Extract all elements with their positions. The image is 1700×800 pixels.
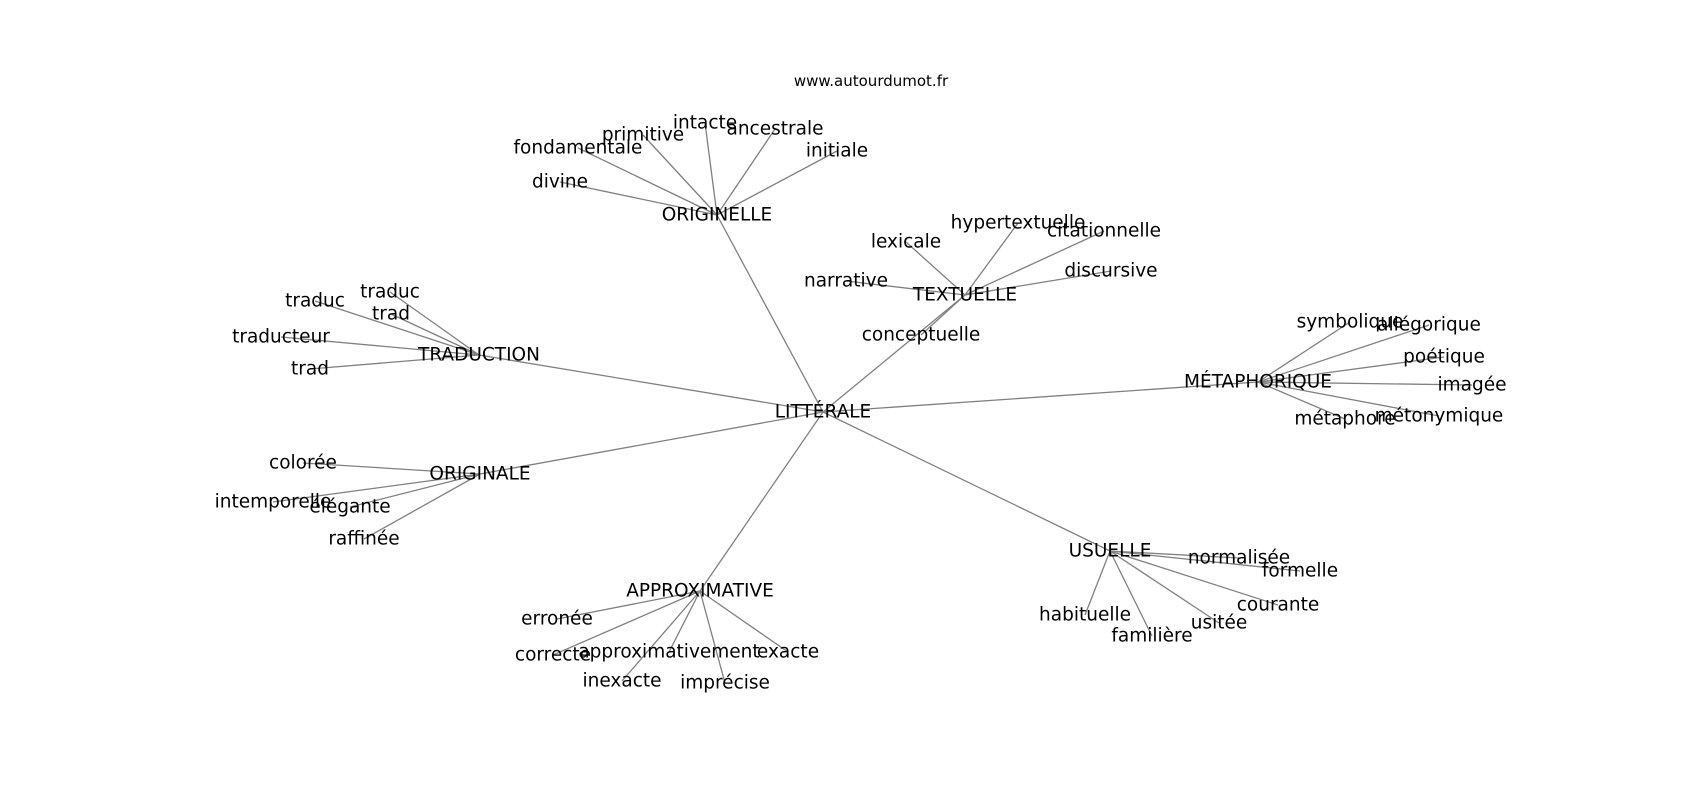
edge-textuelle-citationnelle: [964, 230, 1105, 296]
word-node-formelle[interactable]: formelle: [1262, 561, 1338, 582]
edge-originale-raffinee: [363, 473, 481, 540]
word-node-poetique[interactable]: poétique: [1403, 347, 1485, 368]
word-node-trad1[interactable]: trad: [372, 304, 410, 325]
word-node-approximativement[interactable]: approximativement: [578, 642, 759, 663]
edge-usuelle-usitee: [1109, 550, 1220, 624]
edge-usuelle-formelle: [1109, 550, 1301, 572]
word-node-discursive[interactable]: discursive: [1064, 261, 1157, 282]
edge-usuelle-courante: [1109, 550, 1279, 606]
edge-originelle-initiale: [716, 150, 838, 216]
word-node-exacte[interactable]: exacte: [757, 642, 819, 663]
edge-traduction-traduc2: [389, 291, 480, 356]
word-node-familiere[interactable]: familière: [1111, 626, 1192, 647]
edge-originelle-primitive: [642, 134, 718, 216]
word-node-ancestrale[interactable]: ancestrale: [727, 119, 824, 140]
word-node-erronee[interactable]: erronée: [521, 609, 593, 630]
word-node-correcte[interactable]: correcte: [515, 645, 591, 666]
word-node-textuelle[interactable]: TEXTUELLE: [912, 285, 1017, 306]
edge-usuelle-habituelle: [1084, 550, 1111, 616]
word-node-trad2[interactable]: trad: [291, 359, 329, 380]
edge-originelle-divine: [559, 181, 718, 216]
word-node-primitive[interactable]: primitive: [602, 125, 684, 146]
word-node-coloree[interactable]: colorée: [269, 453, 337, 474]
edge-originelle-fondamentale: [577, 147, 718, 216]
edge-metaphorique-poetique: [1257, 356, 1445, 383]
word-node-symbolique[interactable]: symbolique: [1297, 312, 1404, 333]
word-node-conceptuelle[interactable]: conceptuelle: [862, 325, 981, 346]
edge-metaphorique-imagee: [1257, 381, 1473, 386]
word-node-usuelle[interactable]: USUELLE: [1069, 541, 1152, 562]
edge-textuelle-discursive: [964, 270, 1112, 296]
word-node-originelle[interactable]: ORIGINELLE: [662, 205, 773, 226]
word-node-metaphore[interactable]: métaphore: [1294, 409, 1395, 430]
word-node-initiale[interactable]: initiale: [806, 141, 868, 162]
edge-traduction-traduc1: [314, 300, 480, 356]
word-node-c[interactable]: LITTÉRALE: [775, 401, 871, 423]
edge-c-usuelle: [822, 411, 1111, 552]
word-node-intacte[interactable]: intacte: [673, 113, 737, 134]
edge-approximative-imprecise: [699, 590, 726, 684]
edge-metaphorique-allegorique: [1257, 324, 1430, 383]
word-node-imagee[interactable]: imagée: [1437, 375, 1506, 396]
word-node-lexicale[interactable]: lexicale: [871, 232, 941, 253]
edge-c-traduction: [478, 354, 824, 413]
edge-c-textuelle: [822, 294, 966, 413]
edge-approximative-approximativement: [668, 590, 701, 653]
edge-c-metaphorique: [822, 381, 1259, 413]
word-node-raffinee[interactable]: raffinée: [328, 529, 399, 550]
edge-traduction-trad2: [309, 354, 480, 370]
word-node-courante[interactable]: courante: [1237, 595, 1320, 616]
edge-metaphorique-symbolique: [1257, 321, 1351, 383]
edge-usuelle-familiere: [1109, 550, 1153, 637]
word-node-allegorique[interactable]: allégorique: [1377, 315, 1481, 336]
edge-c-approximative: [699, 411, 824, 592]
word-node-citationnelle[interactable]: citationnelle: [1047, 221, 1161, 242]
word-node-traducteur[interactable]: traducteur: [232, 327, 330, 348]
source-label: www.autourdumot.fr: [794, 72, 949, 90]
word-node-divine[interactable]: divine: [532, 172, 588, 193]
word-node-hypertextuelle[interactable]: hypertextuelle: [951, 213, 1086, 234]
word-node-metaphorique[interactable]: MÉTAPHORIQUE: [1184, 371, 1332, 393]
edge-originale-elegante: [349, 473, 481, 508]
edge-textuelle-lexicale: [905, 241, 966, 296]
edge-traduction-traducteur: [280, 336, 480, 356]
edge-textuelle-narrative: [845, 280, 966, 296]
graph-edges: [272, 122, 1473, 684]
graph-labels: LITTÉRALE ORIGINELLE fondamentaleprimitive…: [215, 113, 1507, 694]
edge-originale-coloree: [302, 462, 481, 475]
edge-originelle-intacte: [704, 122, 718, 216]
edge-approximative-exacte: [699, 590, 789, 653]
edge-textuelle-conceptuelle: [920, 294, 966, 336]
edge-approximative-erronee: [556, 590, 701, 620]
word-node-originale[interactable]: ORIGINALE: [429, 464, 530, 485]
word-node-normalisee[interactable]: normalisée: [1188, 548, 1290, 569]
word-node-intemporelle[interactable]: intemporelle: [215, 492, 332, 513]
word-node-traduc1[interactable]: traduc: [285, 291, 345, 312]
word-node-traduction[interactable]: TRADUCTION: [417, 345, 540, 366]
edge-traduction-trad1: [390, 313, 480, 356]
edge-originelle-ancestrale: [716, 128, 776, 216]
edge-textuelle-hypertextuelle: [964, 222, 1019, 296]
word-node-imprecise[interactable]: imprécise: [680, 673, 770, 694]
word-node-narrative[interactable]: narrative: [804, 271, 888, 292]
word-node-traduc2[interactable]: traduc: [360, 282, 420, 303]
edge-c-originelle: [716, 214, 824, 413]
word-node-habituelle[interactable]: habituelle: [1039, 605, 1131, 626]
word-node-usitee[interactable]: usitée: [1191, 613, 1248, 634]
word-node-elegante[interactable]: élégante: [309, 497, 390, 518]
word-node-metonymique[interactable]: métonymique: [1375, 406, 1504, 427]
edge-usuelle-normalisee: [1109, 550, 1240, 559]
word-node-fondamentale[interactable]: fondamentale: [514, 138, 643, 159]
edge-metaphorique-metaphore: [1257, 381, 1346, 420]
word-node-approximative[interactable]: APPROXIMATIVE: [626, 581, 774, 602]
edge-approximative-correcte: [552, 590, 701, 656]
word-node-inexacte[interactable]: inexacte: [582, 671, 661, 692]
edge-originale-intemporelle: [272, 473, 481, 503]
edge-approximative-inexacte: [621, 590, 701, 682]
edge-c-originale: [479, 411, 824, 475]
edge-metaphorique-metonymique: [1257, 381, 1440, 417]
